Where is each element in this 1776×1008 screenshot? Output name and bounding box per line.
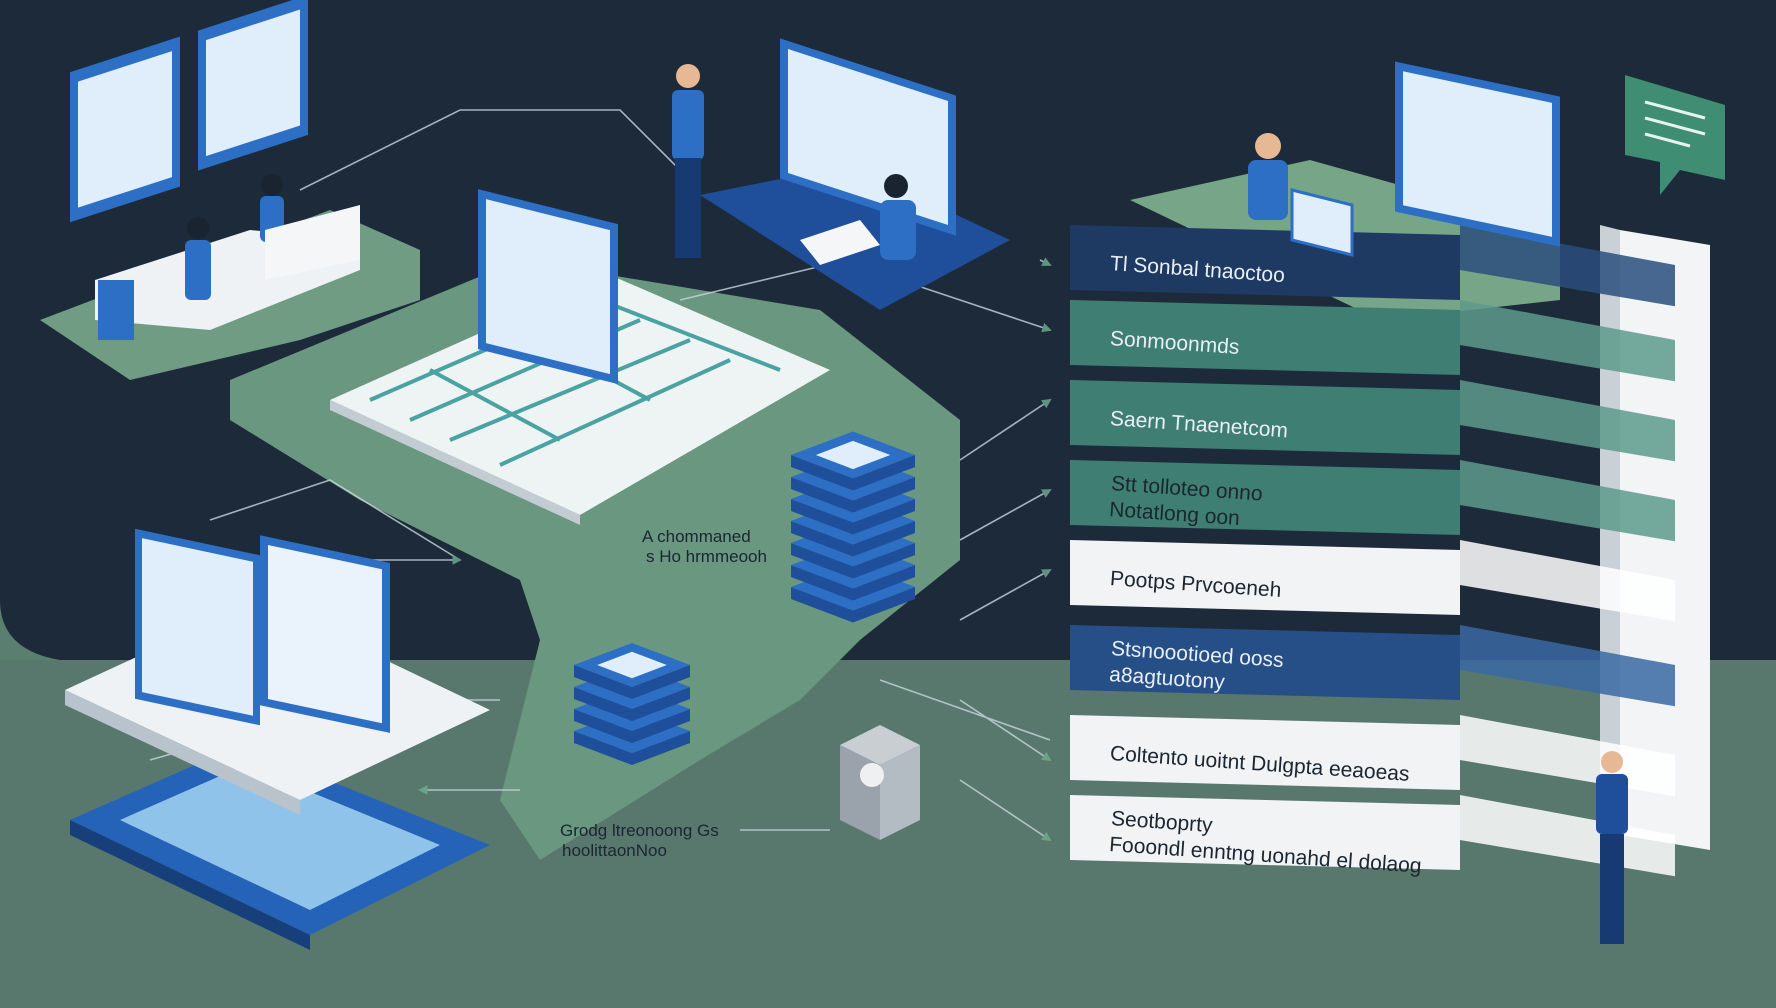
panel-screen bbox=[268, 544, 382, 724]
person-head bbox=[187, 217, 209, 239]
sitting-person-head bbox=[884, 174, 908, 198]
stack-layer: Tl Sonbal tnaoctoo bbox=[1070, 225, 1675, 307]
db-disk-side bbox=[574, 687, 690, 722]
db-disk-side bbox=[791, 477, 915, 513]
person-head bbox=[1255, 133, 1281, 159]
map-base-side bbox=[330, 400, 580, 525]
base-blue-side bbox=[70, 820, 310, 950]
db-disk-side bbox=[574, 665, 690, 700]
db-disk-side bbox=[791, 455, 915, 491]
layer-top bbox=[1460, 540, 1675, 622]
person-legs bbox=[1600, 834, 1624, 944]
bottom-caption: Grodg ltreonoong Gs hoolittaonNoo bbox=[560, 821, 719, 860]
workstation-top-right bbox=[1248, 61, 1560, 257]
panel-screen bbox=[142, 538, 253, 716]
chat-bubble-icon bbox=[1625, 75, 1725, 195]
base-light bbox=[120, 765, 440, 910]
center-caption-line2: s Ho hrmmeooh bbox=[646, 547, 767, 566]
layer-top bbox=[1460, 300, 1675, 382]
presenter-head bbox=[676, 64, 700, 88]
box-right bbox=[880, 745, 920, 840]
bottom-caption-line2: hoolittaonNoo bbox=[562, 841, 667, 860]
stack-layer: Saern Tnaenetcom bbox=[1070, 380, 1675, 462]
person-head bbox=[261, 174, 283, 196]
workflow-map-icon bbox=[330, 189, 830, 525]
stack-layer: Pootps Prvcoeneh bbox=[1070, 540, 1675, 622]
presenter-legs bbox=[675, 158, 701, 258]
db-disk-side bbox=[791, 499, 915, 535]
layer-front bbox=[1070, 540, 1460, 615]
layer-top bbox=[1460, 460, 1675, 542]
db-top-screen bbox=[597, 651, 667, 679]
layer-top bbox=[1460, 380, 1675, 462]
bubble bbox=[1625, 75, 1725, 195]
monitor-screen bbox=[1403, 71, 1552, 237]
stack-layer: Coltento uoitnt Dulgpta eeaoeas bbox=[1070, 715, 1675, 797]
laptop bbox=[265, 205, 360, 280]
layer-front bbox=[1070, 300, 1460, 375]
person-head bbox=[1601, 751, 1623, 773]
layer-front bbox=[1070, 795, 1460, 870]
db-disk-side bbox=[791, 521, 915, 557]
presenter-station bbox=[672, 38, 1010, 310]
laptop bbox=[800, 220, 880, 265]
layer-front bbox=[1070, 380, 1460, 455]
db-disk-side bbox=[791, 587, 915, 623]
workstation-top-left bbox=[70, 0, 360, 340]
person-bottom-right bbox=[1596, 751, 1628, 944]
db-disk-side bbox=[791, 565, 915, 601]
map-panel-screen bbox=[486, 199, 610, 375]
db-disk-side bbox=[791, 543, 915, 579]
top-white-side bbox=[65, 690, 300, 815]
person-body bbox=[185, 240, 211, 300]
person-body bbox=[1596, 774, 1628, 834]
bottom-caption-line1: Grodg ltreonoong Gs bbox=[560, 821, 719, 840]
monitor-screen bbox=[78, 51, 172, 208]
bubble-lines bbox=[1644, 100, 1706, 148]
laptop bbox=[1290, 188, 1354, 257]
map-base bbox=[330, 275, 830, 515]
layer-top bbox=[1460, 625, 1675, 707]
presenter-body bbox=[672, 90, 704, 160]
person-body bbox=[1248, 160, 1288, 220]
recycle-box-icon bbox=[840, 725, 920, 840]
layer-front bbox=[1070, 460, 1460, 535]
layer-top bbox=[1460, 225, 1675, 307]
database-stack-icon bbox=[791, 431, 915, 623]
database-stack-icon bbox=[574, 642, 690, 766]
layer-front bbox=[1070, 625, 1460, 700]
box-emblem bbox=[860, 763, 884, 787]
big-monitor-screen bbox=[788, 49, 948, 226]
layer-front bbox=[1070, 225, 1460, 300]
center-caption: A chommaned s Ho hrmmeooh bbox=[642, 527, 767, 566]
cabinet bbox=[98, 280, 134, 340]
layer-front bbox=[1070, 715, 1460, 790]
db-disk-side bbox=[574, 709, 690, 744]
platform-bottom-left bbox=[65, 528, 490, 950]
monitor-screen bbox=[206, 9, 300, 157]
db-top-screen bbox=[815, 440, 891, 470]
stack-layer: Sonmoonmds bbox=[1070, 300, 1675, 382]
db-disk-side bbox=[574, 731, 690, 766]
sitting-person-body bbox=[880, 200, 916, 260]
center-caption-line1: A chommaned bbox=[642, 527, 751, 546]
